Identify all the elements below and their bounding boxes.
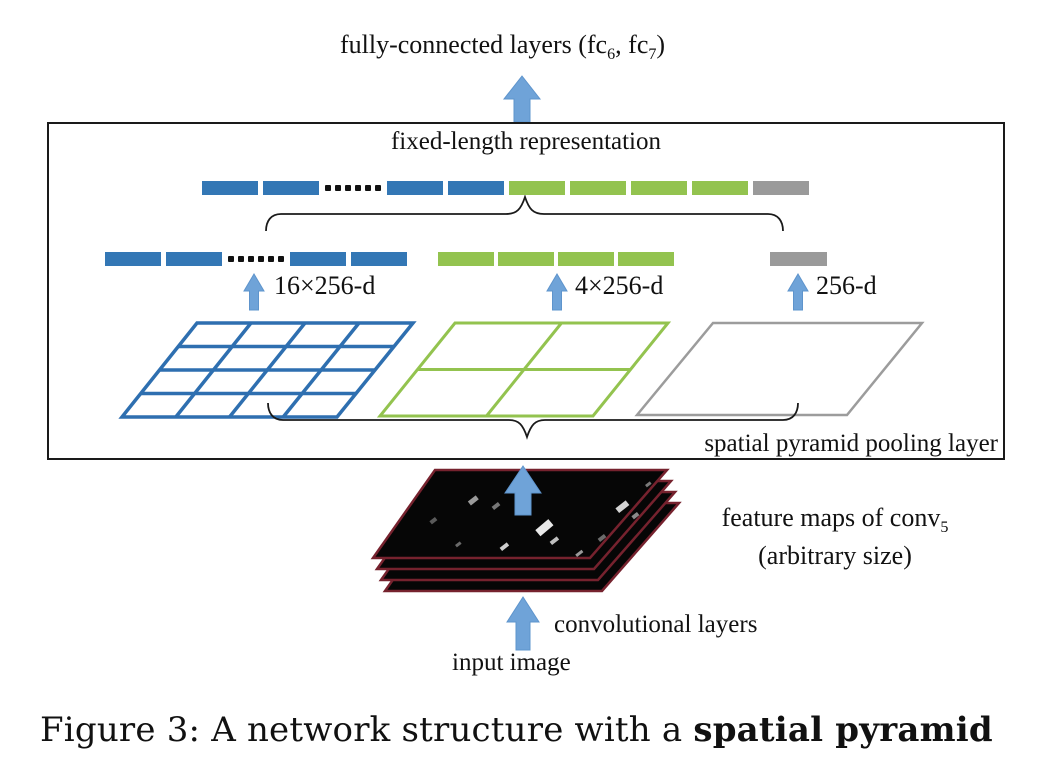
ellipsis-dots xyxy=(227,256,285,262)
ellipsis-dots xyxy=(324,185,382,191)
feature-bar-blue xyxy=(290,252,346,266)
feature-bar-blue xyxy=(202,181,258,195)
feature-bar-green xyxy=(570,181,626,195)
convolutional-layers-label: convolutional layers xyxy=(554,611,758,638)
feature-bar-blue xyxy=(105,252,161,266)
input-image-label: input image xyxy=(452,649,571,676)
arbitrary-size-label: (arbitrary size) xyxy=(758,541,912,571)
spp-layer-box xyxy=(47,122,1005,460)
fixed-length-representation-label: fixed-length representation xyxy=(390,128,662,155)
feature-bar-gray xyxy=(753,181,809,195)
spatial-pyramid-pooling-label: spatial pyramid pooling layer xyxy=(704,430,998,457)
feature-bar-gray xyxy=(770,252,827,266)
fixed-length-vector-bars xyxy=(202,181,809,195)
feature-bar-green xyxy=(631,181,687,195)
feature-bar-blue xyxy=(387,181,443,195)
feature-bar-blue xyxy=(448,181,504,195)
feature-bar-blue xyxy=(263,181,319,195)
feature-bar-green xyxy=(438,252,494,266)
feature-map-activations xyxy=(429,477,652,558)
pooled-vector-1-bar xyxy=(770,252,827,266)
arrow-pool-16 xyxy=(243,273,265,311)
pooling-grid-1x1 xyxy=(634,321,925,417)
pooling-grid-4x4 xyxy=(118,321,417,419)
arrow-pool-4 xyxy=(546,273,568,311)
pool-4x256d-label: 4×256-d xyxy=(575,271,664,300)
arrow-featuremaps-to-spp xyxy=(504,465,542,516)
conv5-subscript: 5 xyxy=(940,519,949,537)
arrow-pool-1 xyxy=(787,273,809,311)
figure-caption: Figure 3: A network structure with a spa… xyxy=(40,710,993,750)
fc7-subscript: 7 xyxy=(648,46,657,64)
arrow-conv-layers xyxy=(506,596,540,651)
pooling-grid-2x2 xyxy=(376,321,672,418)
pool-16x256d-label: 16×256-d xyxy=(274,271,376,300)
arrow-to-fc xyxy=(502,75,542,123)
pool-256d-label: 256-d xyxy=(816,271,877,300)
concat-brace xyxy=(265,194,784,232)
caption-bold-text: spatial pyramid xyxy=(693,710,993,750)
feature-bar-blue xyxy=(351,252,407,266)
feature-bar-green xyxy=(692,181,748,195)
feature-maps-label: feature maps of conv5 (arbitrary size) xyxy=(721,503,949,571)
feature-bar-green xyxy=(498,252,554,266)
fc6-subscript: 6 xyxy=(607,46,616,64)
pooled-vector-16-bars xyxy=(105,252,407,266)
pooled-vector-4-bars xyxy=(438,252,674,266)
fully-connected-label: fully-connected layers (fc6, fc7) xyxy=(340,30,666,64)
pooling-brace xyxy=(267,402,799,440)
feature-bar-green xyxy=(509,181,565,195)
feature-bar-green xyxy=(558,252,614,266)
feature-bar-blue xyxy=(166,252,222,266)
feature-bar-green xyxy=(618,252,674,266)
